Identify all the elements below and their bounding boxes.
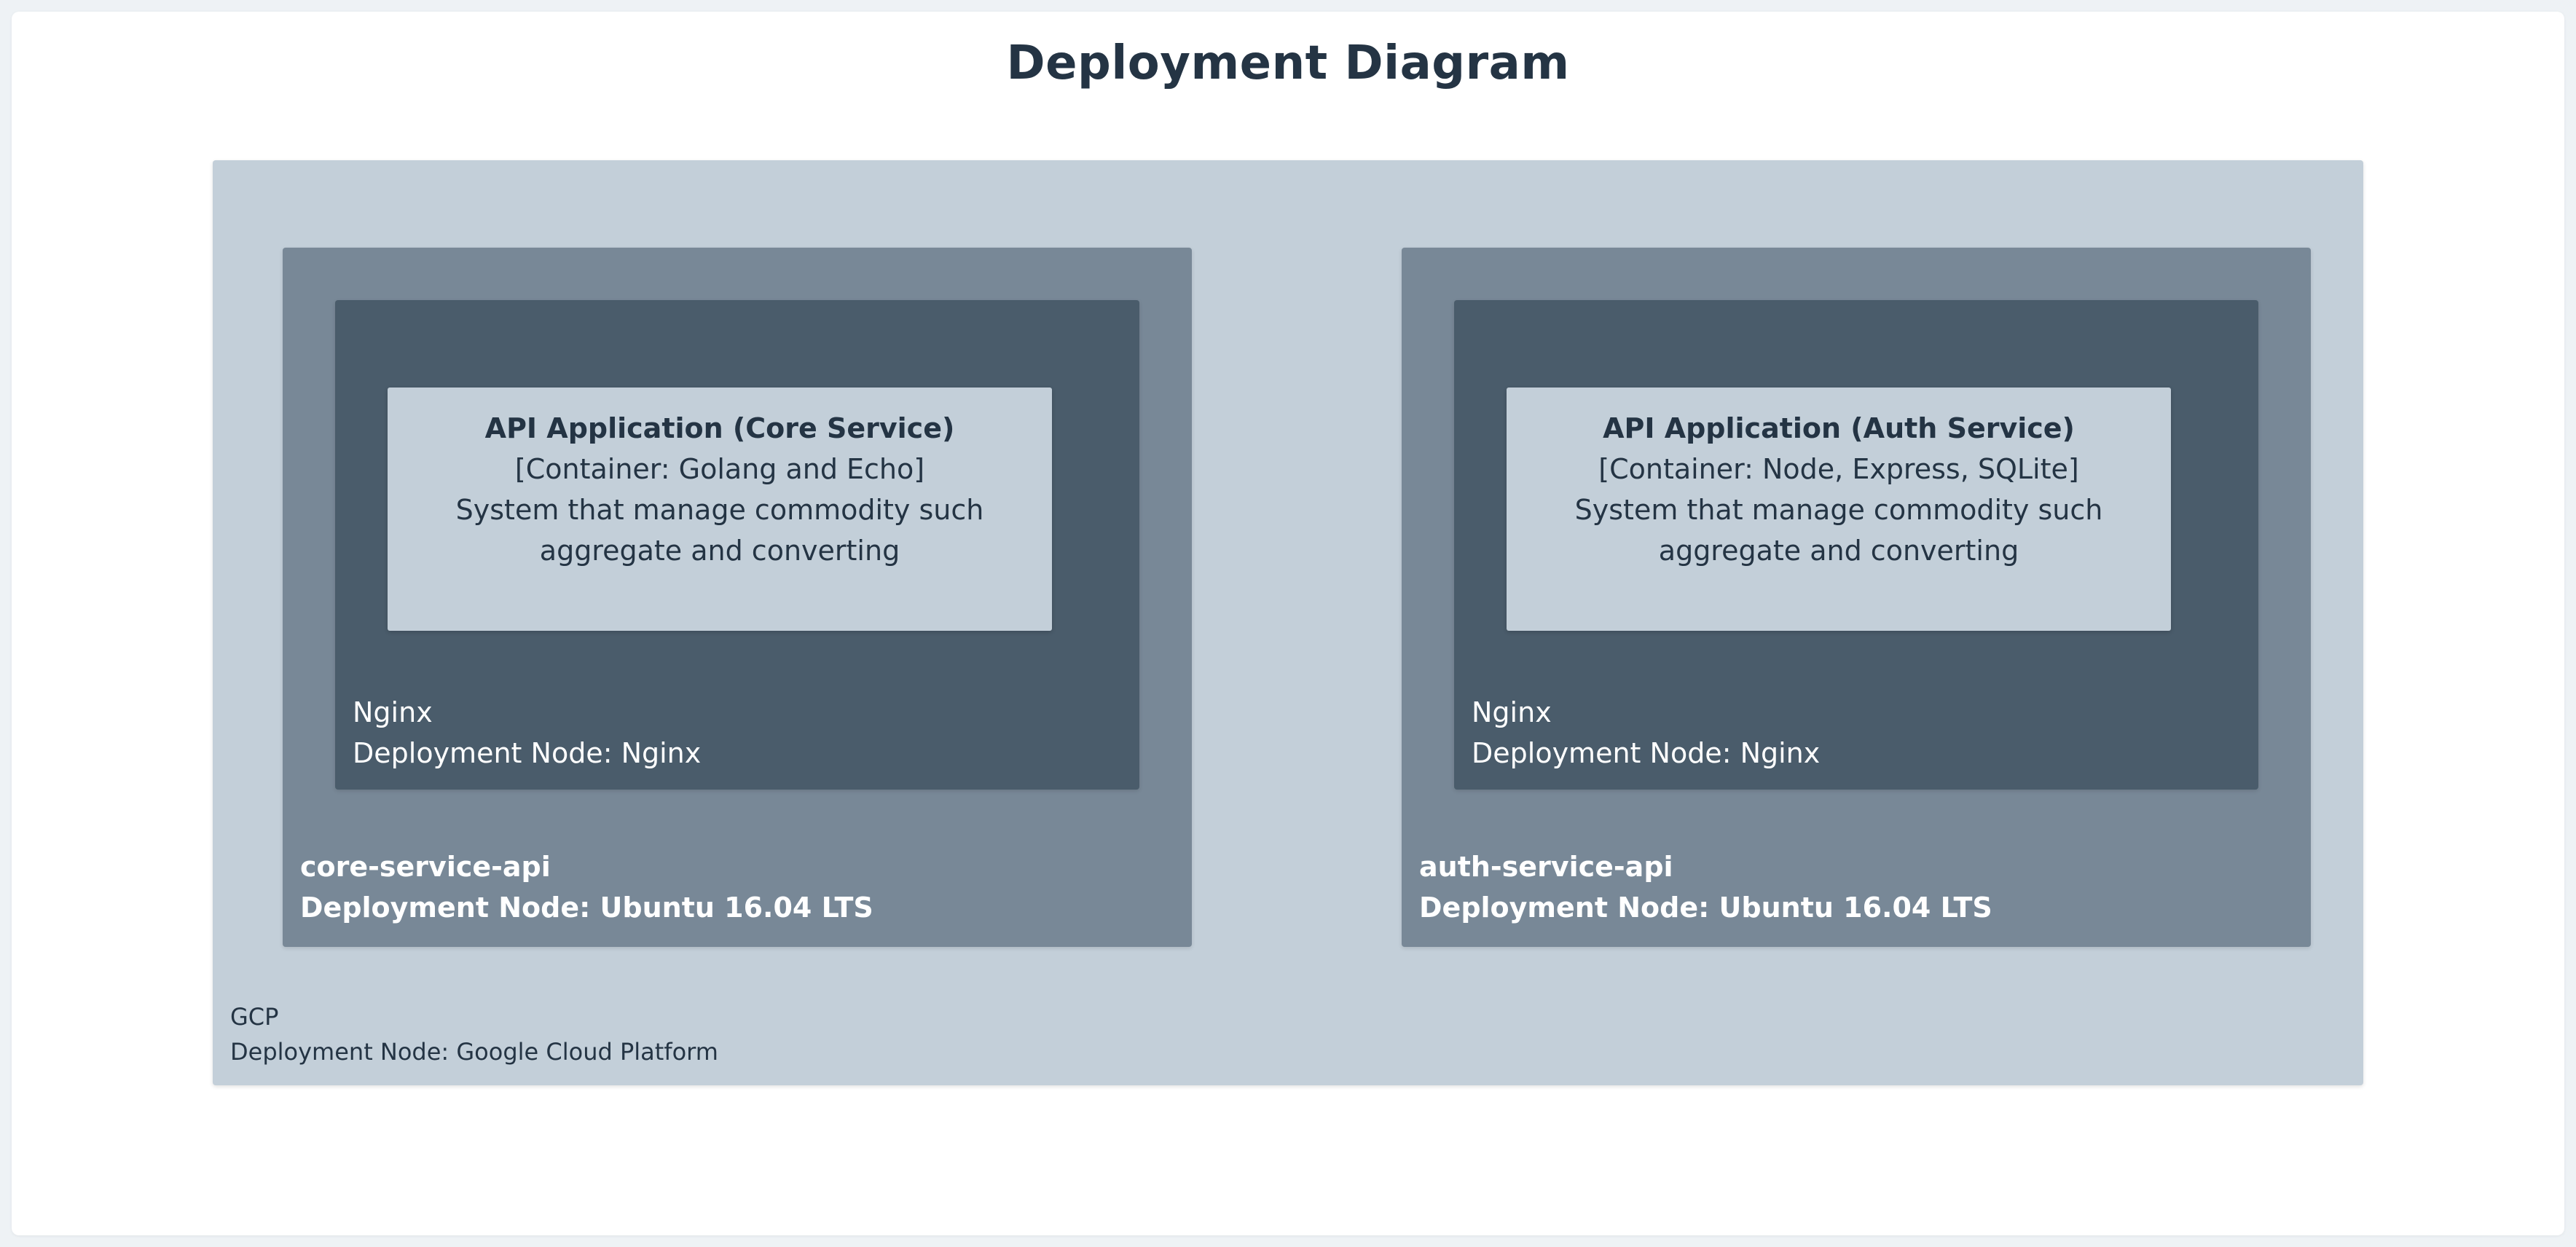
container-description: System that manage commodity such aggreg… <box>1574 494 2103 567</box>
nginx-name: Nginx <box>1472 696 1552 728</box>
diagram-title: Deployment Diagram <box>1006 36 1570 90</box>
host-name: core-service-api <box>300 851 551 883</box>
container-name: API Application (Auth Service) <box>1603 412 2075 444</box>
container-technology: [Container: Golang and Echo] <box>514 453 925 485</box>
host-type: Deployment Node: Ubuntu 16.04 LTS <box>300 892 873 924</box>
host-name: auth-service-api <box>1419 851 1673 883</box>
auth-nginx-label: Nginx Deployment Node: Nginx <box>1472 692 1820 774</box>
container-description: System that manage commodity such aggreg… <box>455 494 984 567</box>
gcp-name: GCP <box>230 1003 279 1031</box>
container-name: API Application (Core Service) <box>484 412 955 444</box>
core-nginx-label: Nginx Deployment Node: Nginx <box>353 692 701 774</box>
nginx-type: Deployment Node: Nginx <box>1472 737 1821 769</box>
gcp-type: Deployment Node: Google Cloud Platform <box>230 1038 718 1066</box>
auth-host-label: auth-service-api Deployment Node: Ubuntu… <box>1419 846 1992 928</box>
nginx-type: Deployment Node: Nginx <box>353 737 702 769</box>
nginx-name: Nginx <box>353 696 433 728</box>
container-technology: [Container: Node, Express, SQLite] <box>1598 453 2079 485</box>
core-host-label: core-service-api Deployment Node: Ubuntu… <box>300 846 873 928</box>
gcp-label: GCP Deployment Node: Google Cloud Platfo… <box>230 999 718 1069</box>
core-service-container: API Application (Core Service) [Containe… <box>388 388 1052 631</box>
auth-service-container: API Application (Auth Service) [Containe… <box>1507 388 2171 631</box>
host-type: Deployment Node: Ubuntu 16.04 LTS <box>1419 892 1992 924</box>
